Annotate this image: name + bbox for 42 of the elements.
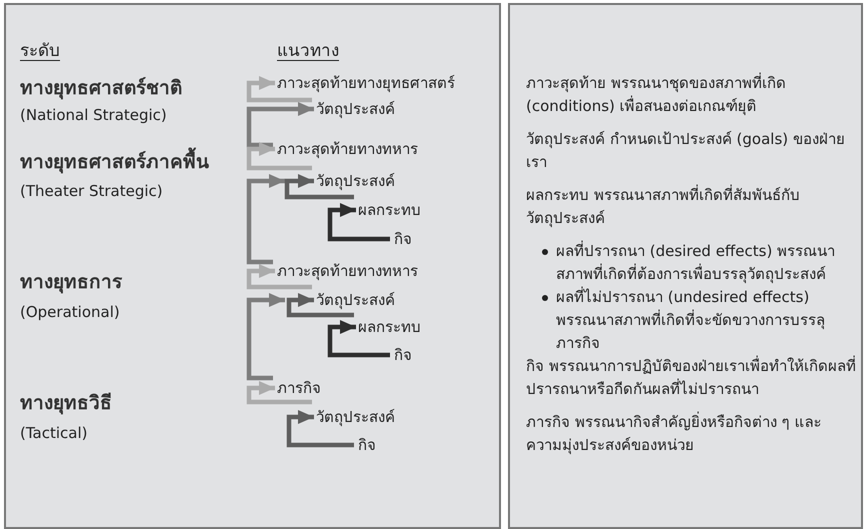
term-label: ภาวะสุดท้ายทางยุทธศาสตร์ [277,73,455,93]
term-label: ผลกระทบ [358,317,421,337]
term-label: วัตถุประสงค์ [316,99,395,119]
term-label: วัตถุประสงค์ [316,171,395,191]
level-name: ทางยุทธศาสตร์ภาคพื้น [20,146,209,176]
level-name: ทางยุทธวิธี [20,391,112,416]
level-subtitle: (Operational) [20,303,120,321]
arrow [328,320,390,358]
arrow [246,174,285,264]
level-subtitle: (Theater Strategic) [20,182,163,200]
level-name: ทางยุทธศาสตร์ชาติ [20,76,182,102]
term-label: กิจ [394,345,412,365]
column-heading: ระดับ [20,40,60,63]
term-label: กิจ [394,229,412,249]
term-label: ภาวะสุดท้ายทางทหาร [277,139,418,159]
term-label: กิจ [358,435,376,455]
definition-text: ภารกิจ พรรณนากิจสำคัญยิ่งหรือกิจต่าง ๆ และความมุ่งประสงค์ของหน่วย [526,411,822,456]
bullet-text: ผลที่ปรารถนา (desired effects) พรรณนาสภาพที่เกิดที่ต้องการเพื่อบรรลุวัตถุประสงค์ [556,242,836,283]
arrow [328,203,390,242]
arrow [246,102,314,148]
arrow [284,174,354,200]
term-label: ผลกระทบ [358,200,421,220]
level-subtitle: (Tactical) [20,424,88,442]
arrow [246,293,285,380]
arrow [286,293,354,318]
definition-text: กิจ พรรณนาการปฏิบัติของฝ่ายเราเพื่อทำให้เกิดผลที่ปรารถนาหรือกีดกันผลที่ไม่ปรารถนา [526,355,856,400]
arrow [246,381,312,404]
definition-text: วัตถุประสงค์ กำหนดเป้าประสงค์ (goals) ของฝ่ายเรา [526,129,846,173]
column-heading: แนวทาง [277,40,339,63]
arrow [246,264,312,290]
term-label: วัตถุประสงค์ [316,407,395,427]
term-label: ภาวะสุดท้ายทางทหาร [277,261,418,281]
level-subtitle: (National Strategic) [20,106,167,124]
definition-text: ผลกระทบ พรรณนาสภาพที่เกิดที่สัมพันธ์กับวัตถุประสงค์ [526,184,801,230]
level-name: ทางยุทธการ [20,270,122,296]
arrow [246,142,312,170]
arrow [246,76,312,102]
definition-text: ภาวะสุดท้าย พรรณนาชุดของสภาพที่เกิด (conditions) เพื่อสนองต่อเกณฑ์ยุติ [526,72,787,118]
bullet-text: ผลที่ไม่ปรารถนา (undesired effects) พรรณนาสภาพที่เกิดที่จะขัดขวางการบรรลุภารกิจ [556,288,825,352]
term-label: ภารกิจ [277,378,321,398]
term-label: วัตถุประสงค์ [316,290,395,310]
arrow [286,410,354,448]
